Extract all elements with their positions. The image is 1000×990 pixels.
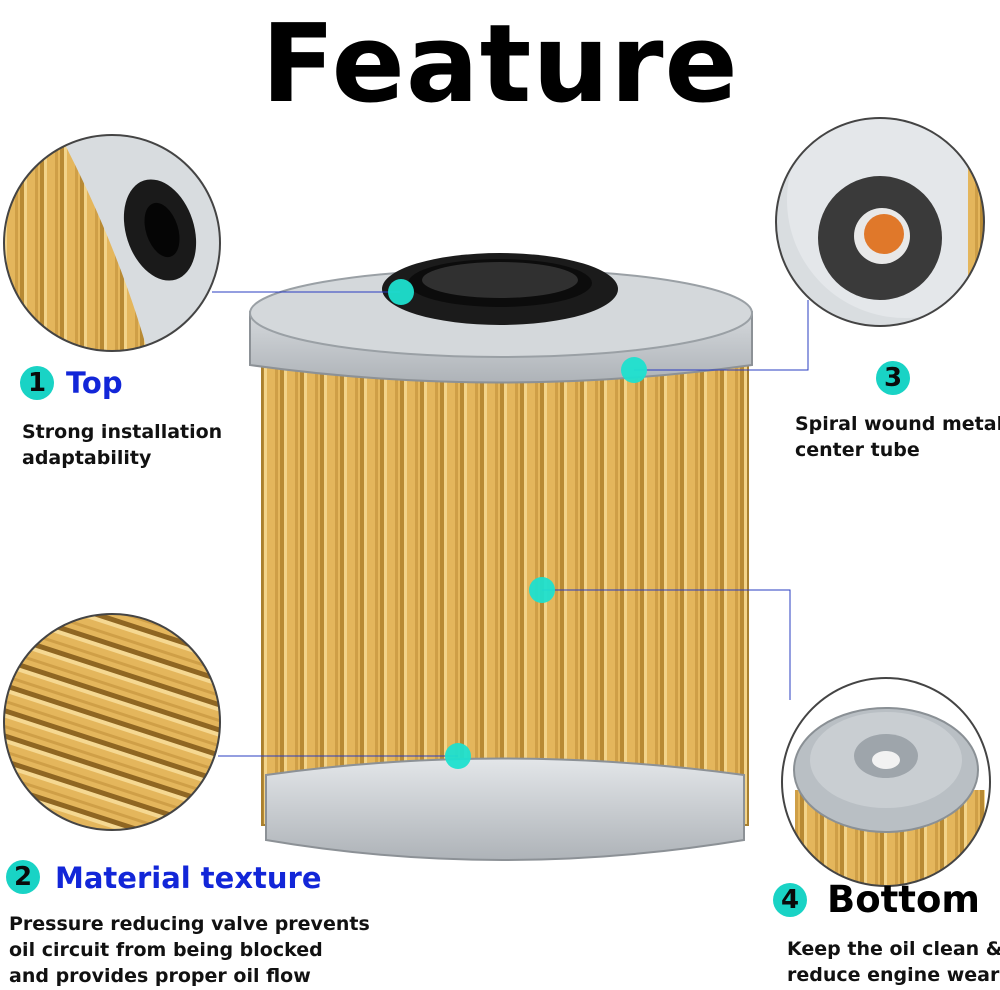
feature-1-number-badge: 1 [20,366,54,400]
feature-3-number-badge: 3 [876,361,910,395]
feature-4-description-line: Keep the oil clean & [787,938,1000,960]
feature-4-number-badge: 4 [773,883,807,917]
feature-3-description-line: center tube [795,439,920,461]
feature-3-description: Spiral wound metal center tube [795,411,1000,463]
feature-1-description: Strong installation adaptability [22,419,222,471]
feature-4-description-line: reduce engine wear [787,964,1000,986]
feature-1-description-line: adaptability [22,447,152,469]
feature-3-description-line: Spiral wound metal [795,413,1000,435]
feature-2-description-line: Pressure reducing valve prevents [9,913,370,935]
feature-2-heading: Material texture [55,861,322,895]
feature-1-heading: Top [66,366,123,400]
feature-4-heading: Bottom [827,878,980,921]
feature-4-description: Keep the oil clean & reduce engine wear [787,936,1000,988]
page-title: Feature [261,2,739,127]
feature-2-description: Pressure reducing valve prevents oil cir… [9,911,370,989]
feature-2-description-line: and provides proper oil flow [9,965,311,987]
feature-2-number-badge: 2 [6,860,40,894]
feature-1-description-line: Strong installation [22,421,223,443]
feature-2-description-line: oil circuit from being blocked [9,939,323,961]
